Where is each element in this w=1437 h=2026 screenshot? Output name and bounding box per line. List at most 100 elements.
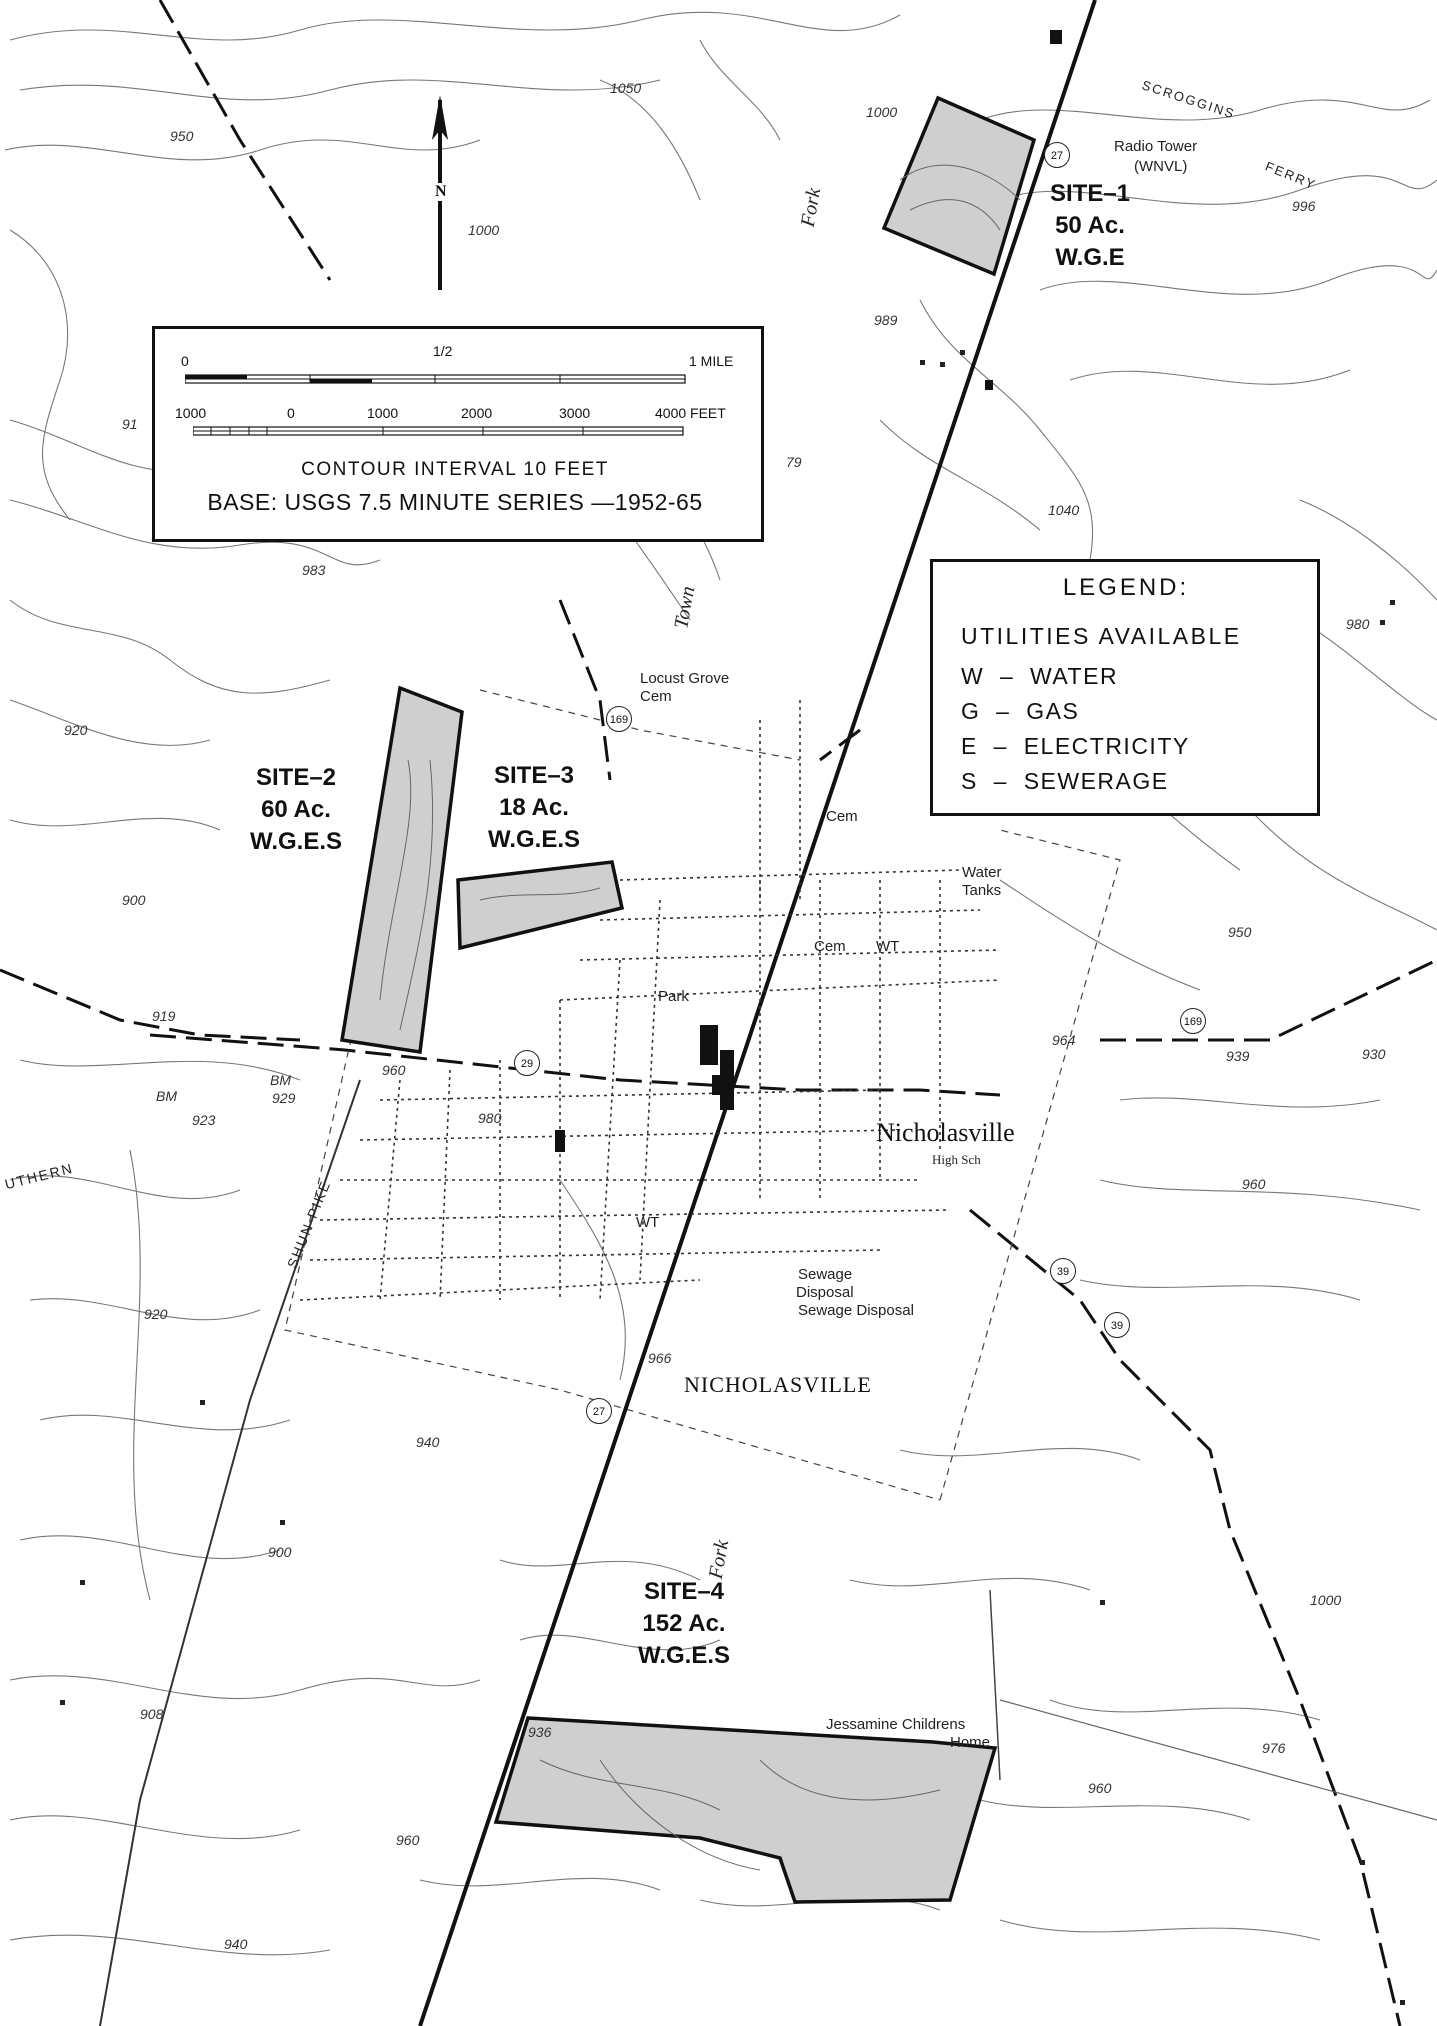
- contour-interval: CONTOUR INTERVAL 10 FEET: [301, 459, 609, 480]
- feet-tick-5: 4000 FEET: [655, 405, 726, 421]
- street-grid: [299, 700, 1001, 1301]
- elev-label: 980: [478, 1110, 502, 1126]
- corporate-limit: [284, 689, 1121, 1501]
- site-4-area: 152 Ac.: [642, 1610, 726, 1637]
- feet-tick-0: 1000: [175, 405, 207, 421]
- site-3-area: 18 Ac.: [499, 794, 569, 821]
- site-2-utilities: W.G.E.S: [249, 828, 343, 855]
- site-1-area: 50 Ac.: [1055, 212, 1125, 239]
- elev-label: 920: [64, 722, 88, 738]
- sewage-label-1: Sewage: [798, 1266, 853, 1283]
- elev-label: 920: [144, 1306, 168, 1322]
- route-169-shield-2: 169: [1180, 1008, 1206, 1034]
- wt-label-2: WT: [876, 938, 900, 955]
- sewage-label-3: Sewage Disposal: [798, 1302, 914, 1319]
- north-arrow-label: N: [433, 183, 449, 201]
- elev-label: 1000: [866, 104, 898, 120]
- elev-label: 939: [1226, 1048, 1250, 1064]
- downtown-buildings: [555, 30, 1062, 1152]
- legend-subtitle: UTILITIES AVAILABLE: [961, 623, 1242, 649]
- elev-label: 1000: [468, 222, 500, 238]
- jessamine-label-1: Jessamine Childrens: [826, 1716, 966, 1733]
- route-39-shield-2: 39: [1104, 1312, 1130, 1338]
- mile-scale-bar: [185, 374, 686, 384]
- mile-tick-1: 1 MILE: [689, 353, 734, 369]
- site-4-parcel: [493, 1716, 998, 1904]
- elev-label: 983: [302, 562, 326, 578]
- wt-label: WT: [636, 1214, 660, 1231]
- cemetery-label-3: Cem: [814, 938, 846, 955]
- elev-label: 923: [192, 1112, 216, 1128]
- elev-label: 996: [1292, 198, 1316, 214]
- route-39-shield: 39: [1050, 1258, 1076, 1284]
- cemetery-label: Cem: [640, 688, 672, 705]
- feet-tick-1: 0: [287, 405, 295, 421]
- elev-label: 989: [874, 312, 898, 328]
- site-3-parcel: [456, 860, 625, 951]
- elev-label: 976: [1262, 1740, 1286, 1756]
- town-name: Nicholasville: [876, 1118, 1015, 1147]
- site-2-name: SITE–2: [255, 764, 337, 791]
- elev-label: 960: [396, 1832, 420, 1848]
- scale-box: 0 1/2 1 MILE 1000 0 1000 2000 3000 4000 …: [152, 326, 764, 542]
- contour-lines: [4, 11, 1437, 1956]
- jessamine-label-2: Home: [950, 1734, 991, 1751]
- legend-item-water: W – WATER: [961, 663, 1119, 689]
- high-school-label: High Sch: [932, 1152, 981, 1167]
- elev-label: 950: [1228, 924, 1252, 940]
- building-dots: [60, 350, 1405, 2005]
- elev-label: 930: [1362, 1046, 1386, 1062]
- mile-tick-0: 0: [181, 353, 189, 369]
- legend-item-gas: G – GAS: [961, 698, 1080, 724]
- elev-label: 908: [140, 1706, 164, 1722]
- park-label: Park: [658, 988, 689, 1005]
- site-1-name: SITE–1: [1049, 180, 1131, 207]
- legend-item-sewerage: S – SEWERAGE: [961, 768, 1169, 794]
- elev-label: BM: [156, 1088, 177, 1104]
- site-4-utilities: W.G.E.S: [637, 1642, 731, 1669]
- route-169-shield: 169: [606, 706, 632, 732]
- shun-pike: [99, 1079, 361, 2026]
- site-3-label: SITE–3 18 Ac. W.G.E.S: [488, 760, 580, 856]
- elev-label: 91: [122, 416, 138, 432]
- elev-label: 900: [122, 892, 146, 908]
- site-3-name: SITE–3: [493, 762, 575, 789]
- site-1-label: SITE–1 50 Ac. W.G.E: [1050, 178, 1130, 274]
- elev-label: 929: [272, 1090, 296, 1106]
- site-4-name: SITE–4: [643, 1578, 725, 1605]
- feet-scale-bar: [193, 426, 684, 436]
- legend-box: LEGEND: UTILITIES AVAILABLE W – WATER G …: [930, 559, 1320, 816]
- elev-label: 900: [268, 1544, 292, 1560]
- site-1-parcel: [881, 95, 1037, 277]
- water-tanks-label: Water: [962, 864, 1002, 881]
- elev-label: 960: [1242, 1176, 1266, 1192]
- site-4-label: SITE–4 152 Ac. W.G.E.S: [638, 1576, 730, 1672]
- mile-tick-half: 1/2: [433, 343, 453, 359]
- highway-us-27: [418, 0, 1097, 2026]
- base-note: BASE: USGS 7.5 MINUTE SERIES —1952-65: [207, 489, 703, 515]
- elev-label: 936: [528, 1724, 552, 1740]
- site-polygons: [339, 95, 1037, 1904]
- radio-call-label: (WNVL): [1134, 158, 1188, 175]
- elev-label: 1000: [1310, 1592, 1342, 1608]
- elev-label: 940: [224, 1936, 248, 1952]
- elev-label: BM: [270, 1072, 291, 1088]
- district-name: NICHOLASVILLE: [684, 1372, 872, 1397]
- route-27-shield: 27: [1044, 142, 1070, 168]
- elev-label: 79: [786, 454, 802, 470]
- site-1-utilities: W.G.E: [1055, 244, 1125, 271]
- route-27-shield-2: 27: [586, 1398, 612, 1424]
- elev-label: 950: [170, 128, 194, 144]
- site-2-area: 60 Ac.: [261, 796, 331, 823]
- feet-tick-2: 1000: [367, 405, 399, 421]
- elev-label: 960: [1088, 1780, 1112, 1796]
- cemetery-label-2: Cem: [826, 808, 858, 825]
- elev-label: 940: [416, 1434, 440, 1450]
- sewage-label-2: Disposal: [796, 1284, 854, 1301]
- locust-grove-label: Locust Grove: [640, 670, 730, 687]
- legend-title: LEGEND:: [1062, 574, 1190, 601]
- radio-tower-label: Radio Tower: [1114, 138, 1198, 155]
- elev-label: 960: [382, 1062, 406, 1078]
